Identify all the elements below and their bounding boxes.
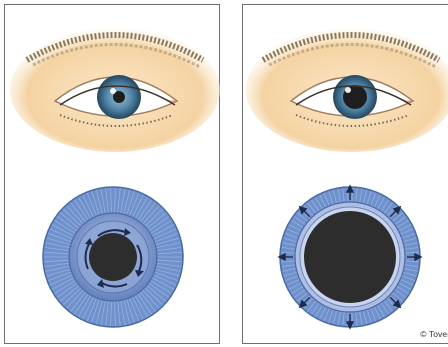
dilated-pupil-panel: © Toveru — [242, 4, 448, 344]
pupil-dilated — [304, 211, 396, 303]
pupil-constricted — [89, 233, 137, 281]
copyright-text: © Toveru — [420, 329, 448, 339]
constricted-illustration — [5, 5, 221, 345]
eye-illustration — [10, 28, 220, 152]
iris-diagram — [43, 187, 183, 327]
eye-illustration — [246, 28, 448, 152]
constricted-pupil-panel — [4, 4, 220, 344]
iris-diagram — [279, 186, 421, 328]
dilated-illustration — [243, 5, 448, 345]
